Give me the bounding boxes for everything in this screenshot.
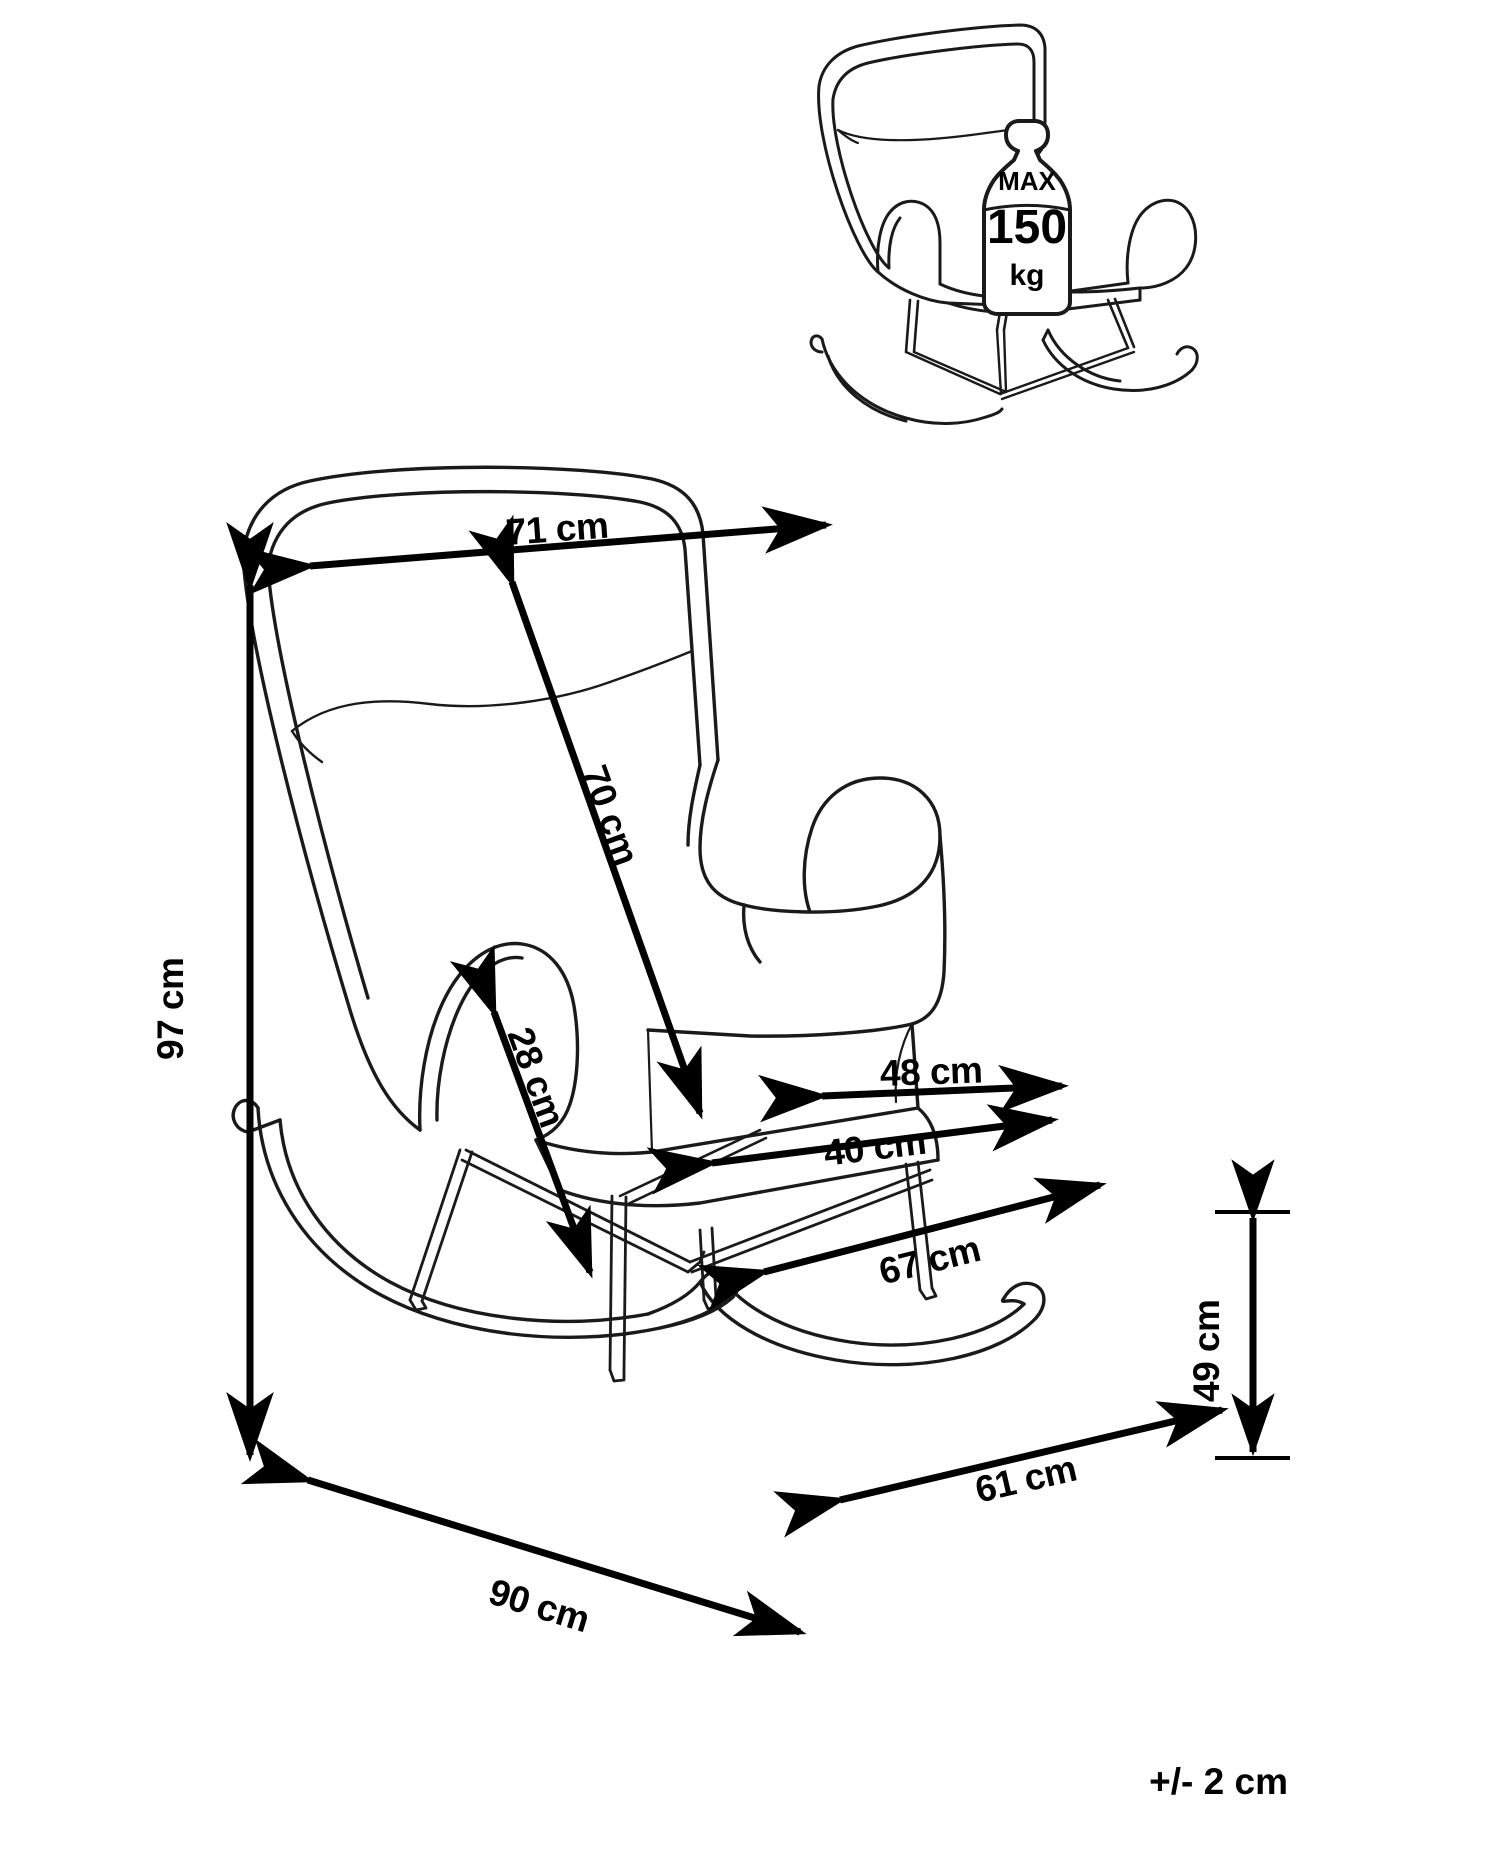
dimension-71cm: 71 cm — [504, 504, 610, 553]
max-load-value: 150 — [987, 201, 1067, 254]
inset-rocking-chair — [809, 23, 1199, 425]
max-load-weight-shape — [982, 119, 1072, 316]
dimension-arrows — [226, 506, 1290, 1637]
tolerance-note: +/- 2 cm — [1149, 1761, 1288, 1802]
dimension-97cm: 97 cm — [150, 957, 191, 1060]
dimension-48cm: 48 cm — [879, 1049, 984, 1094]
max-load-unit: kg — [1009, 259, 1044, 292]
max-load-max-label: MAX — [998, 166, 1056, 196]
dimension-49cm: 49 cm — [1186, 1299, 1227, 1402]
